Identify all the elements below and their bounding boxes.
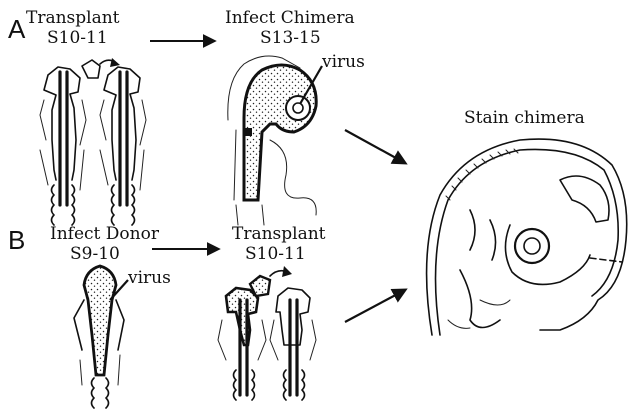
panel-a-donor-fragment <box>82 58 120 78</box>
arrow-a-to-stain <box>345 130 405 163</box>
panel-b-second-embryo <box>270 288 316 400</box>
panel-b-infected-donor <box>74 266 124 408</box>
panel-a-chimera-embryo <box>228 56 316 225</box>
stained-chimera-embryo <box>427 139 627 335</box>
panel-b-donor-fragment <box>250 266 292 296</box>
panel-a-host-embryo <box>40 67 86 225</box>
panel-b-host-embryo <box>218 288 266 400</box>
arrow-b-to-stain <box>345 290 405 322</box>
panel-a-second-embryo <box>100 67 146 225</box>
